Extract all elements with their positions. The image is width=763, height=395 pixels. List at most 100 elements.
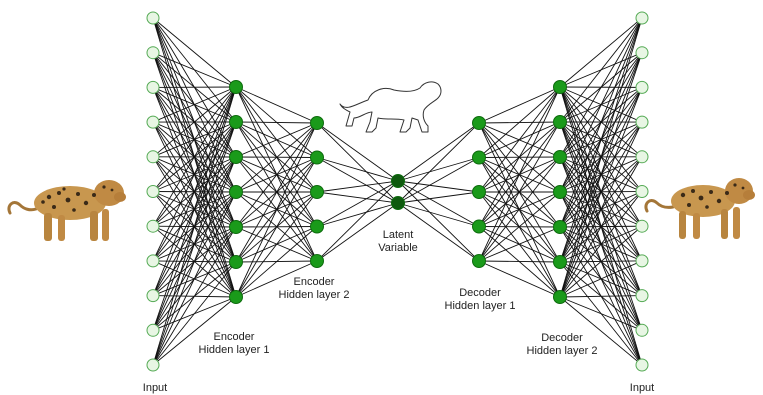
jaguar-outline-sketch — [339, 81, 442, 133]
connection-line — [235, 122, 318, 193]
decoder-hidden-layer-2-neuron — [553, 150, 567, 164]
input-label-left: Input — [142, 382, 168, 394]
connection-line — [235, 86, 318, 124]
output-layer-neuron — [635, 80, 649, 94]
decoder-hidden-layer-1-line1: Decoder — [459, 287, 501, 299]
neurons — [146, 11, 649, 372]
connection-line — [478, 260, 561, 298]
connections — [152, 17, 643, 366]
input-layer-neuron — [146, 185, 160, 198]
connection-line — [397, 157, 480, 204]
connection-line — [316, 191, 399, 204]
decoder-hidden-layer-1-neuron — [472, 185, 486, 199]
input-layer-neuron — [146, 115, 160, 129]
encoder-hidden-layer-2-line2: Hidden layer 2 — [278, 289, 350, 301]
encoder-hidden-layer-1-neuron — [229, 115, 243, 129]
input-layer-neuron — [146, 219, 160, 233]
decoder-hidden-layer-2-line1: Decoder — [541, 332, 583, 344]
encoder-hidden-layer-2-neuron — [310, 254, 324, 268]
connection-line — [559, 17, 643, 123]
encoder-hidden-layer-1-neuron — [229, 80, 243, 94]
connection-line — [152, 17, 237, 88]
encoder-hidden-layer-1-label: Encoder Hidden layer 1 — [188, 331, 280, 357]
input-layer-neuron — [146, 254, 160, 268]
connection-line — [559, 295, 643, 298]
connection-line — [152, 261, 237, 366]
input-layer-neuron — [146, 358, 160, 372]
connection-line — [316, 180, 399, 262]
output-layer-neuron — [635, 254, 649, 268]
decoder-hidden-layer-2-neuron — [553, 185, 567, 199]
connection-line — [235, 157, 318, 298]
connection-line — [559, 52, 643, 298]
latent-layer-neuron — [391, 196, 405, 210]
decoder-hidden-layer-2-neuron — [553, 80, 567, 94]
output-layer-neuron — [635, 323, 649, 337]
connection-line — [559, 121, 643, 298]
encoder-hidden-layer-1-neuron — [229, 220, 243, 234]
encoder-hidden-layer-1-line2: Hidden layer 1 — [198, 344, 270, 356]
connection-line — [397, 202, 480, 262]
connection-line — [397, 180, 480, 262]
connection-line — [235, 226, 318, 298]
encoder-hidden-layer-1-line1: Encoder — [213, 331, 255, 343]
encoder-hidden-layer-2-neuron — [310, 219, 324, 234]
connection-line — [152, 191, 237, 366]
connection-line — [478, 121, 561, 262]
decoder-hidden-layer-1-line2: Hidden layer 1 — [444, 300, 516, 312]
latent-layer-neuron — [391, 174, 405, 188]
connection-line — [316, 180, 399, 227]
input-layer-neuron — [146, 46, 160, 60]
decoder-hidden-layer-2-neuron — [553, 220, 567, 234]
jaguar-output-image — [644, 178, 755, 239]
decoder-hidden-layer-2-neuron — [553, 290, 567, 304]
encoder-hidden-layer-1-neuron — [229, 255, 243, 269]
connection-line — [316, 202, 399, 262]
output-layer-neuron — [635, 185, 649, 198]
connection-line — [559, 156, 643, 298]
decoder-hidden-layer-2-label: Decoder Hidden layer 2 — [516, 332, 608, 358]
connection-line — [152, 86, 237, 262]
connection-line — [152, 121, 237, 366]
connection-line — [559, 87, 643, 298]
connection-line — [316, 157, 399, 182]
decoder-hidden-layer-2-neuron — [553, 255, 567, 269]
connection-line — [152, 296, 237, 366]
output-layer-neuron — [635, 219, 649, 233]
connection-line — [559, 296, 643, 331]
connection-line — [559, 296, 643, 366]
connection-line — [559, 17, 643, 88]
input-layer-neuron — [146, 289, 160, 303]
jaguar-input-image — [7, 180, 126, 241]
latent-variable-line1: Latent — [382, 229, 414, 241]
encoder-hidden-layer-1-neuron — [229, 290, 243, 304]
connection-line — [559, 191, 643, 298]
connection-line — [152, 86, 237, 192]
connection-line — [235, 122, 318, 298]
connection-line — [235, 122, 318, 158]
connection-line — [559, 17, 643, 193]
connection-line — [397, 180, 480, 227]
connection-line — [316, 157, 399, 204]
connection-line — [559, 17, 643, 158]
connection-line — [152, 86, 237, 331]
connection-line — [235, 191, 318, 298]
connection-line — [235, 122, 318, 263]
connection-line — [397, 122, 480, 204]
connection-line — [152, 86, 237, 158]
connection-line — [559, 17, 643, 298]
output-layer-neuron — [635, 358, 649, 372]
connection-line — [316, 180, 399, 193]
connection-line — [559, 17, 643, 263]
connection-line — [152, 86, 237, 366]
input-layer-neuron — [146, 150, 160, 164]
decoder-hidden-layer-1-neuron — [472, 150, 486, 165]
connection-line — [478, 86, 561, 193]
connection-line — [316, 122, 399, 204]
connection-line — [478, 191, 561, 262]
connection-line — [478, 86, 561, 262]
connection-line — [152, 52, 237, 88]
connection-line — [559, 260, 643, 298]
connection-line — [152, 226, 237, 366]
